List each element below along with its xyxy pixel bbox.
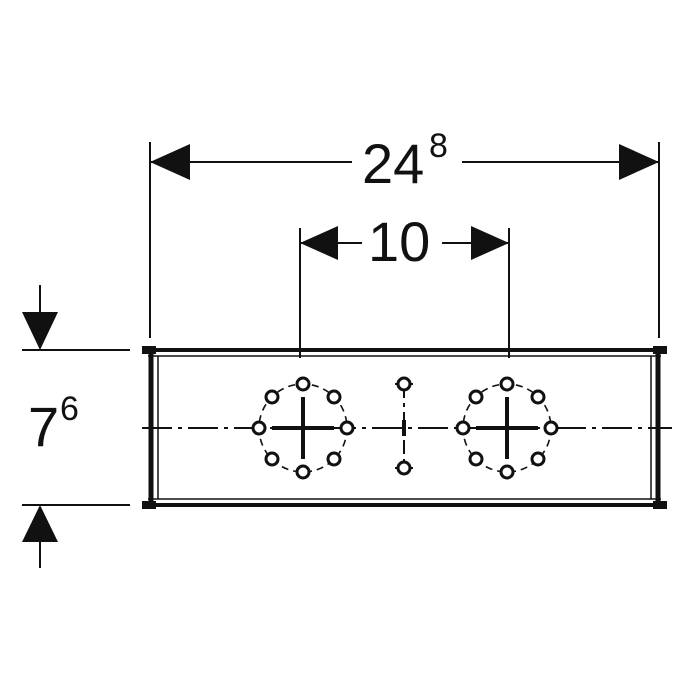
extension-lines	[22, 142, 660, 506]
bolt-hole	[326, 451, 342, 467]
height-superscript: 6	[60, 390, 79, 428]
bolt-hole	[499, 464, 515, 480]
center-mounting-holes	[395, 376, 413, 476]
arrowhead-down	[22, 312, 58, 350]
center-distance-dimension: 10	[300, 210, 509, 273]
arrowhead-right	[619, 144, 659, 180]
bolt-hole	[339, 420, 355, 436]
bolt-hole	[326, 389, 342, 405]
bolt-hole	[251, 420, 267, 436]
height-label: 7	[28, 395, 59, 458]
overall-width-dimension: 24 8	[150, 127, 659, 195]
arrowhead-right	[471, 226, 509, 260]
bolt-hole	[543, 420, 559, 436]
overall-width-label: 24	[362, 132, 424, 195]
bolt-hole	[530, 389, 546, 405]
bolt-hole	[468, 389, 484, 405]
mounting-hole-bottom	[396, 460, 412, 476]
bolt-hole	[295, 376, 311, 392]
left-bolt-pattern	[251, 376, 355, 480]
overall-width-superscript: 8	[429, 127, 448, 165]
bolt-hole	[499, 376, 515, 392]
arrowhead-left	[150, 144, 190, 180]
bolt-hole	[468, 451, 484, 467]
bolt-hole	[264, 451, 280, 467]
bolt-hole	[530, 451, 546, 467]
right-bolt-pattern	[455, 376, 559, 480]
center-distance-label: 10	[368, 210, 430, 273]
bolt-hole	[455, 420, 471, 436]
arrowhead-up	[22, 505, 58, 542]
bolt-hole	[295, 464, 311, 480]
height-dimension: 7 6	[22, 285, 79, 568]
bolt-hole	[264, 389, 280, 405]
mounting-hole-top	[396, 376, 412, 392]
arrowhead-left	[300, 226, 338, 260]
